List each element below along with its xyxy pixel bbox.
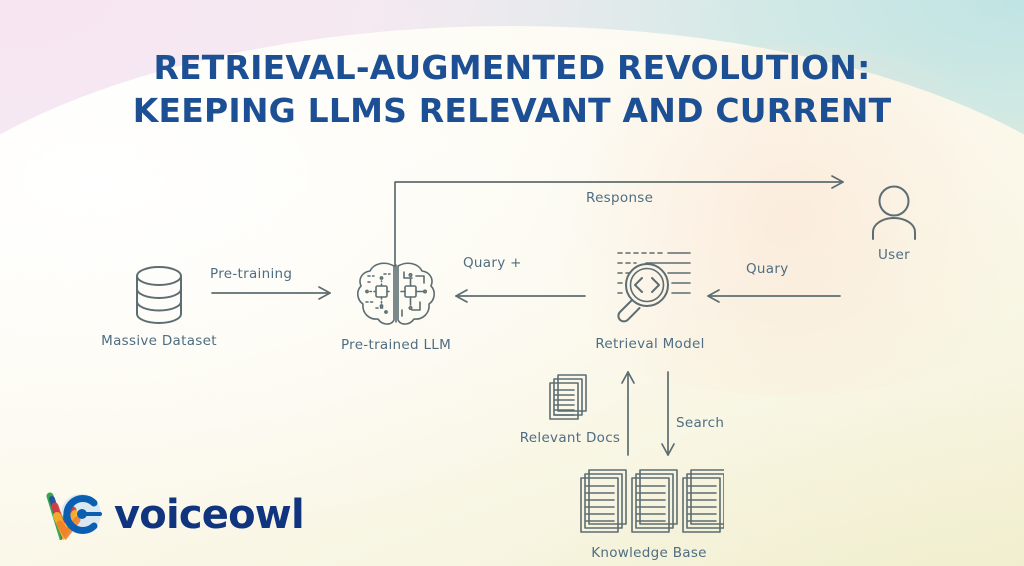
node-retrieval-model[interactable]: Retrieval Model [588, 245, 712, 352]
user-icon [872, 185, 916, 240]
document-stack-icon [549, 374, 587, 420]
database-icon [136, 266, 182, 324]
magnifier-code-icon [617, 252, 691, 323]
edge-label-query: Quary [746, 261, 789, 277]
brand-logo[interactable]: voiceowl [46, 490, 305, 540]
document-stacks-icon [580, 469, 724, 533]
edge-label-response: Response [586, 190, 654, 206]
voiceowl-mark-icon [46, 492, 102, 540]
brand-name: voiceowl [114, 492, 305, 538]
edge-label-query-plus: Quary + [463, 255, 522, 271]
node-label-retrieval-model: Retrieval Model [595, 336, 705, 352]
slide-title: RETRIEVAL-AUGMENTED REVOLUTION: KEEPING … [0, 47, 1024, 133]
title-line-1: RETRIEVAL-AUGMENTED REVOLUTION: [153, 48, 871, 87]
node-knowledge-base[interactable]: Knowledge Base [564, 466, 734, 561]
stack-3 [682, 469, 724, 533]
stack-2 [631, 469, 678, 533]
edge-label-pre-training: Pre-training [210, 266, 293, 282]
brain-chip-icon [357, 262, 435, 325]
edge-label-search: Search [676, 415, 725, 431]
node-label-pretrained-llm: Pre-trained LLM [340, 337, 452, 353]
node-label-knowledge-base: Knowledge Base [591, 545, 707, 561]
node-massive-dataset[interactable]: Massive Dataset [99, 264, 219, 349]
node-label-massive-dataset: Massive Dataset [101, 333, 217, 349]
node-relevant-docs[interactable]: Relevant Docs [512, 373, 628, 446]
stack-1 [580, 469, 627, 533]
node-user[interactable]: User [846, 184, 942, 263]
node-label-user: User [878, 247, 910, 263]
node-label-relevant-docs: Relevant Docs [519, 430, 621, 446]
title-line-2: KEEPING LLMS RELEVANT AND CURRENT [132, 90, 892, 130]
node-pretrained-llm[interactable]: Pre-trained LLM [336, 258, 456, 353]
